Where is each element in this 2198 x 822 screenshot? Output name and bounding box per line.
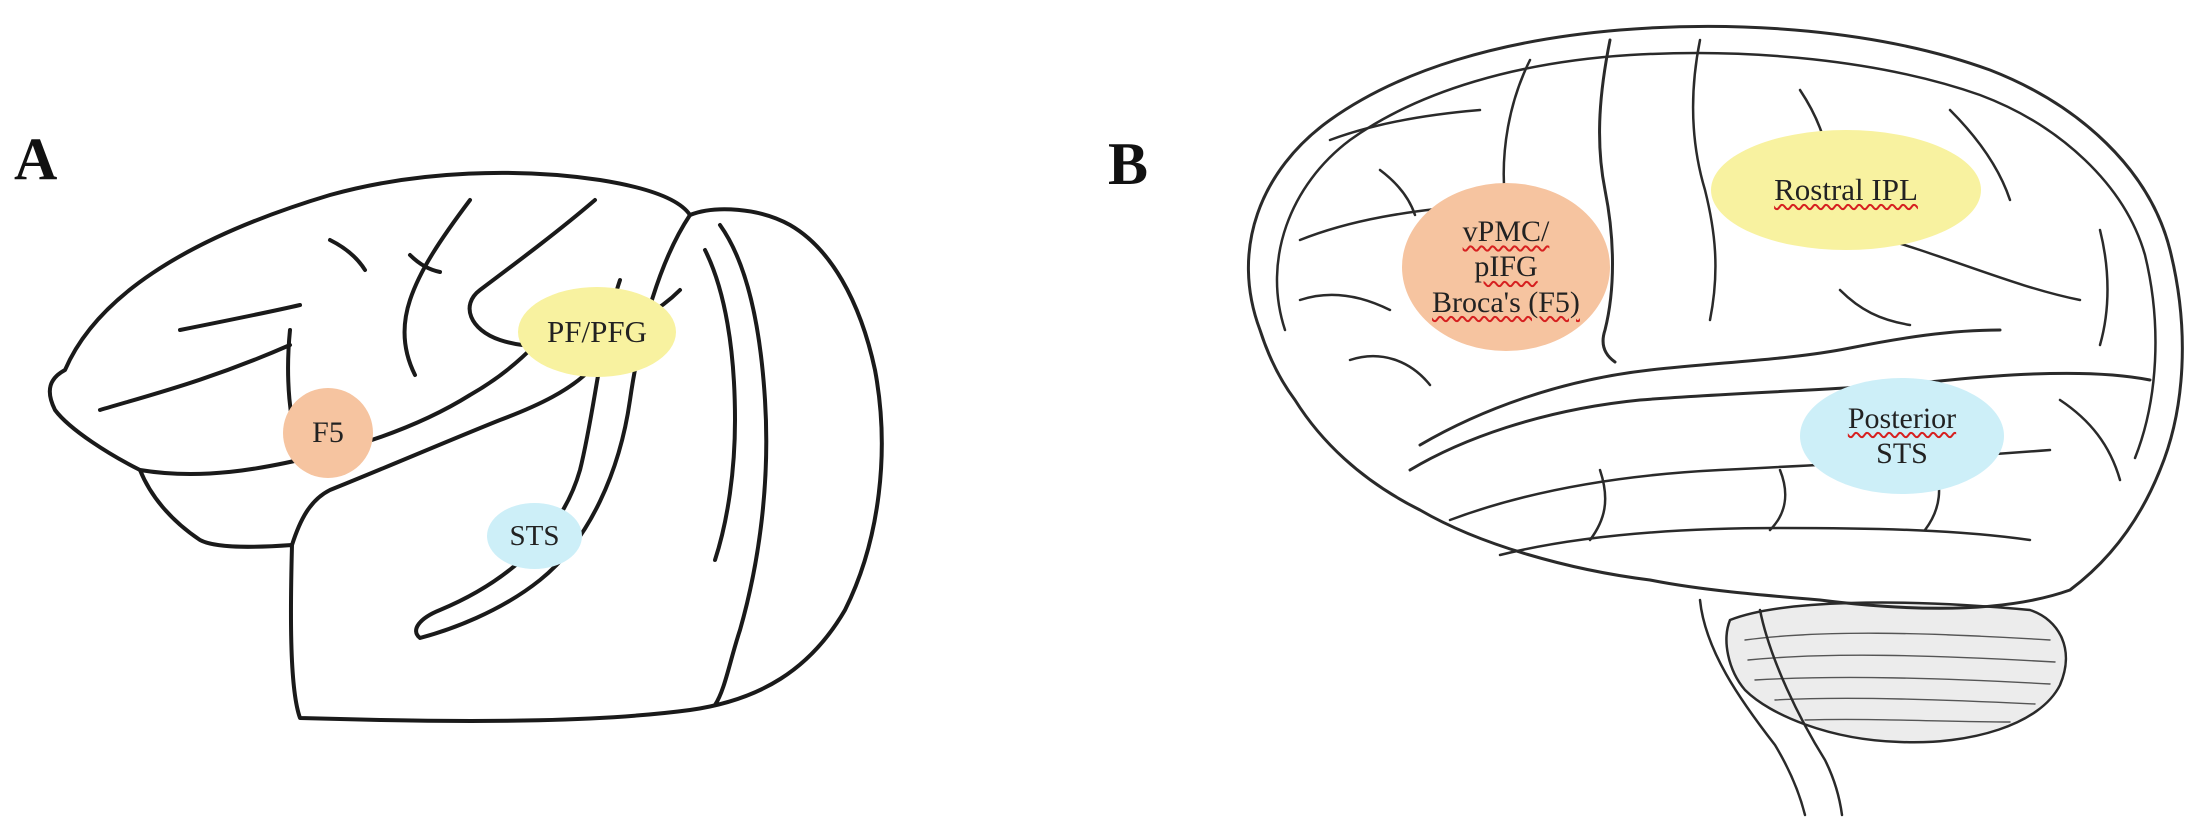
region-posterior-sts-line2: STS [1876,436,1928,471]
frontal-gyrus-detail-3 [1350,356,1430,385]
region-rostral-ipl: Rostral IPL [1711,130,1981,250]
frontal-sulcus-top [330,240,365,270]
region-pf-pfg: PF/PFG [518,287,676,377]
region-f5-label: F5 [312,415,344,450]
cerebellum [1726,603,2065,743]
region-pf-pfg-label: PF/PFG [547,314,647,351]
frontal-gyrus-detail-1 [1300,295,1390,310]
region-f5: F5 [283,388,373,478]
region-sts-label: STS [510,519,560,553]
region-posterior-sts: Posterior STS [1800,378,2004,494]
temporal-detail-1 [1590,470,1605,540]
region-broca: vPMC/ pIFG Broca's (F5) [1402,183,1610,351]
human-central-sulcus [1600,40,1615,362]
occipital-detail-1 [2100,230,2108,345]
human-brain-outline [1248,26,2182,608]
superior-temporal-sulcus [416,215,690,638]
panel-label-a: A [14,125,57,194]
region-broca-line1: vPMC/ [1463,214,1550,249]
region-posterior-sts-line1: Posterior [1848,401,1956,436]
temporal-lobe-upper [1410,373,2150,470]
central-sulcus [405,200,470,375]
frontal-gyrus-detail-2 [1380,170,1415,215]
human-brain-drawing [1248,26,2182,815]
occipital-detail-2 [2060,400,2120,480]
panel-label-b: B [1108,130,1148,199]
region-broca-line3: Broca's (F5) [1432,285,1580,320]
monkey-brain-outline [50,173,882,721]
lunate-inner [705,250,735,560]
inferior-temporal-sulcus [1500,528,2030,555]
region-rostral-ipl-label: Rostral IPL [1774,172,1918,209]
frontal-sulcus-upper [180,305,300,330]
region-sts: STS [487,503,582,569]
principal-sulcus [100,345,290,410]
temporal-detail-2 [1770,470,1785,530]
region-broca-line2: pIFG [1474,249,1537,284]
parietal-detail-3 [1840,290,1910,325]
superior-frontal-sulcus [1330,110,1480,140]
monkey-brain-drawing [50,173,882,721]
